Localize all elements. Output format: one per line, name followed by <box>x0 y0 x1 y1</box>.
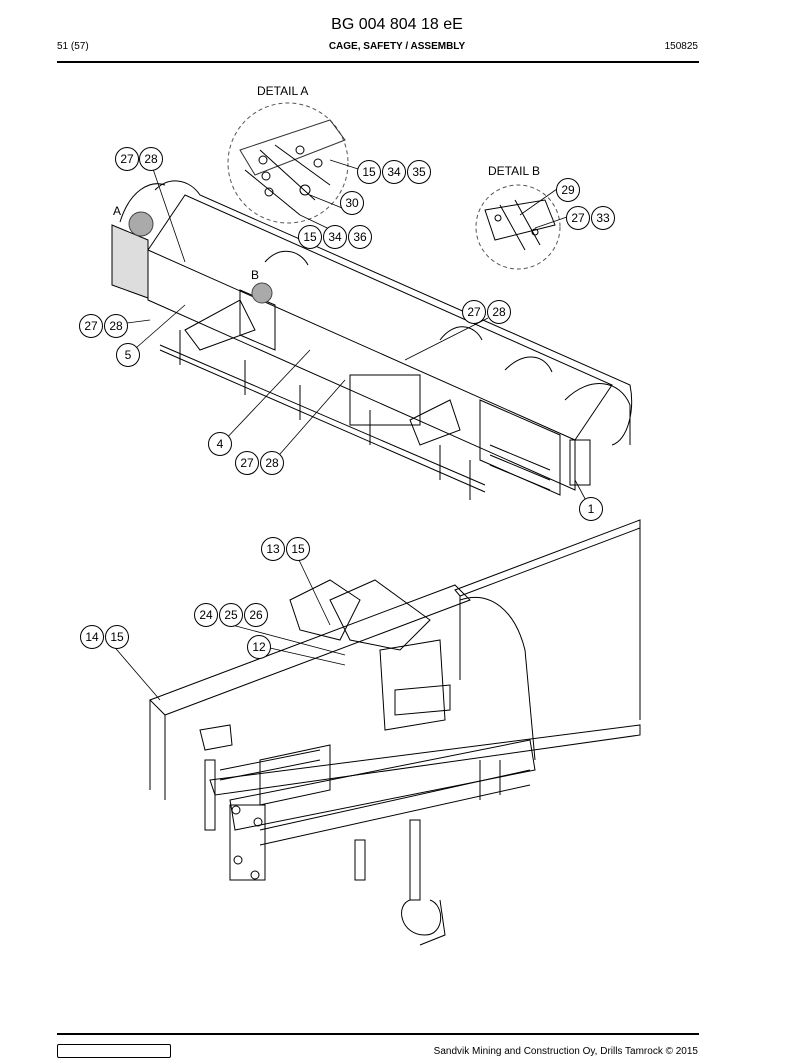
detail-a-label: DETAIL A <box>257 84 309 98</box>
footer-rule <box>57 1033 699 1035</box>
company-logo <box>57 1044 171 1058</box>
callout-27: 27 <box>462 300 486 324</box>
callout-28: 28 <box>139 147 163 171</box>
callout-4: 4 <box>208 432 232 456</box>
page-number: 51 (57) <box>57 41 89 52</box>
callout-35: 35 <box>407 160 431 184</box>
callout-14: 14 <box>80 625 104 649</box>
leader-lines <box>103 159 591 701</box>
section-title: CAGE, SAFETY / ASSEMBLY <box>328 41 466 52</box>
callout-15: 15 <box>298 225 322 249</box>
callout-28: 28 <box>487 300 511 324</box>
callout-28: 28 <box>260 451 284 475</box>
callout-27: 27 <box>235 451 259 475</box>
detail-a-view <box>227 102 349 224</box>
callout-27: 27 <box>115 147 139 171</box>
callout-36: 36 <box>348 225 372 249</box>
callout-13: 13 <box>261 537 285 561</box>
callout-25: 25 <box>219 603 243 627</box>
upper-cage-assembly <box>111 180 633 500</box>
lower-cage-assembly <box>149 519 641 946</box>
callout-34: 34 <box>382 160 406 184</box>
callout-26: 26 <box>244 603 268 627</box>
header-rule <box>57 61 699 63</box>
callout-28: 28 <box>104 314 128 338</box>
callout-12: 12 <box>247 635 271 659</box>
marker-b: B <box>251 268 260 282</box>
callout-24: 24 <box>194 603 218 627</box>
detail-b-label: DETAIL B <box>488 164 541 178</box>
marker-a: A <box>113 204 122 218</box>
copyright-text: Sandvik Mining and Construction Oy, Dril… <box>433 1046 698 1057</box>
callout-29: 29 <box>556 178 580 202</box>
callout-27: 27 <box>566 206 590 230</box>
detail-b-view <box>475 184 561 270</box>
callout-15: 15 <box>357 160 381 184</box>
callout-34: 34 <box>323 225 347 249</box>
callout-5: 5 <box>116 343 140 367</box>
callout-30: 30 <box>340 191 364 215</box>
callout-15: 15 <box>286 537 310 561</box>
document-number: BG 004 804 18 eE <box>331 16 463 33</box>
callout-27: 27 <box>79 314 103 338</box>
document-code: 150825 <box>664 41 698 52</box>
callout-15: 15 <box>105 625 129 649</box>
callout-33: 33 <box>591 206 615 230</box>
callout-1: 1 <box>579 497 603 521</box>
